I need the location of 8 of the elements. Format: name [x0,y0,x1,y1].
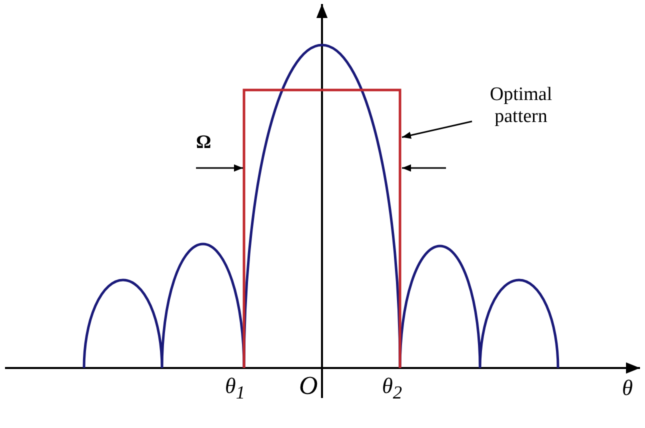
leader-arrow [402,120,472,139]
axis-tick-label: θ$_{1}$ [225,372,245,404]
axis-label: θ [622,374,633,402]
annotation-text: Optimal pattern [476,84,566,128]
origin-label: O [299,370,318,402]
optimal-pattern-outline [242,88,402,368]
width-symbol: Ω [196,132,212,154]
axis-tick-label: θ$_{2}$ [382,372,402,404]
